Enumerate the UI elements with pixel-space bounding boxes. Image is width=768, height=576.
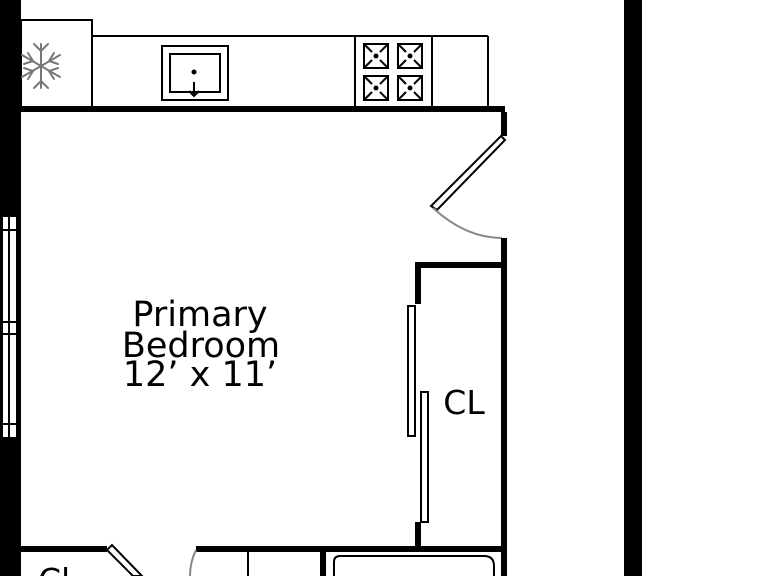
closet-sliding-doors <box>407 305 429 523</box>
sink-icon <box>161 45 229 101</box>
refrigerator-icon <box>20 19 93 109</box>
partial-room-label: Cl <box>38 561 70 576</box>
bedroom-bottom-wall-right <box>196 546 505 552</box>
right-exterior-wall <box>624 0 642 576</box>
bedroom-right-wall-lower <box>501 238 507 576</box>
lower-partitions <box>247 552 495 576</box>
closet-top-wall <box>415 262 505 268</box>
bedroom-window <box>1 215 18 439</box>
room-name-line1: Primary <box>132 295 267 335</box>
bedroom-bottom-wall <box>21 546 107 552</box>
bedroom-door <box>429 134 507 239</box>
room-dimensions: 12’ x 11’ <box>123 355 277 395</box>
bedroom-top-wall <box>21 106 505 112</box>
room-name-line2: Bedroom <box>122 326 280 366</box>
kitchen-counter <box>92 35 489 108</box>
closet-left-wall-bottom <box>415 522 421 550</box>
closet-label: CL <box>443 383 485 422</box>
stove-icon <box>354 35 433 109</box>
closet-left-wall-top <box>415 262 421 304</box>
bottom-door <box>105 543 197 576</box>
bedroom-right-wall-upper <box>501 112 507 136</box>
